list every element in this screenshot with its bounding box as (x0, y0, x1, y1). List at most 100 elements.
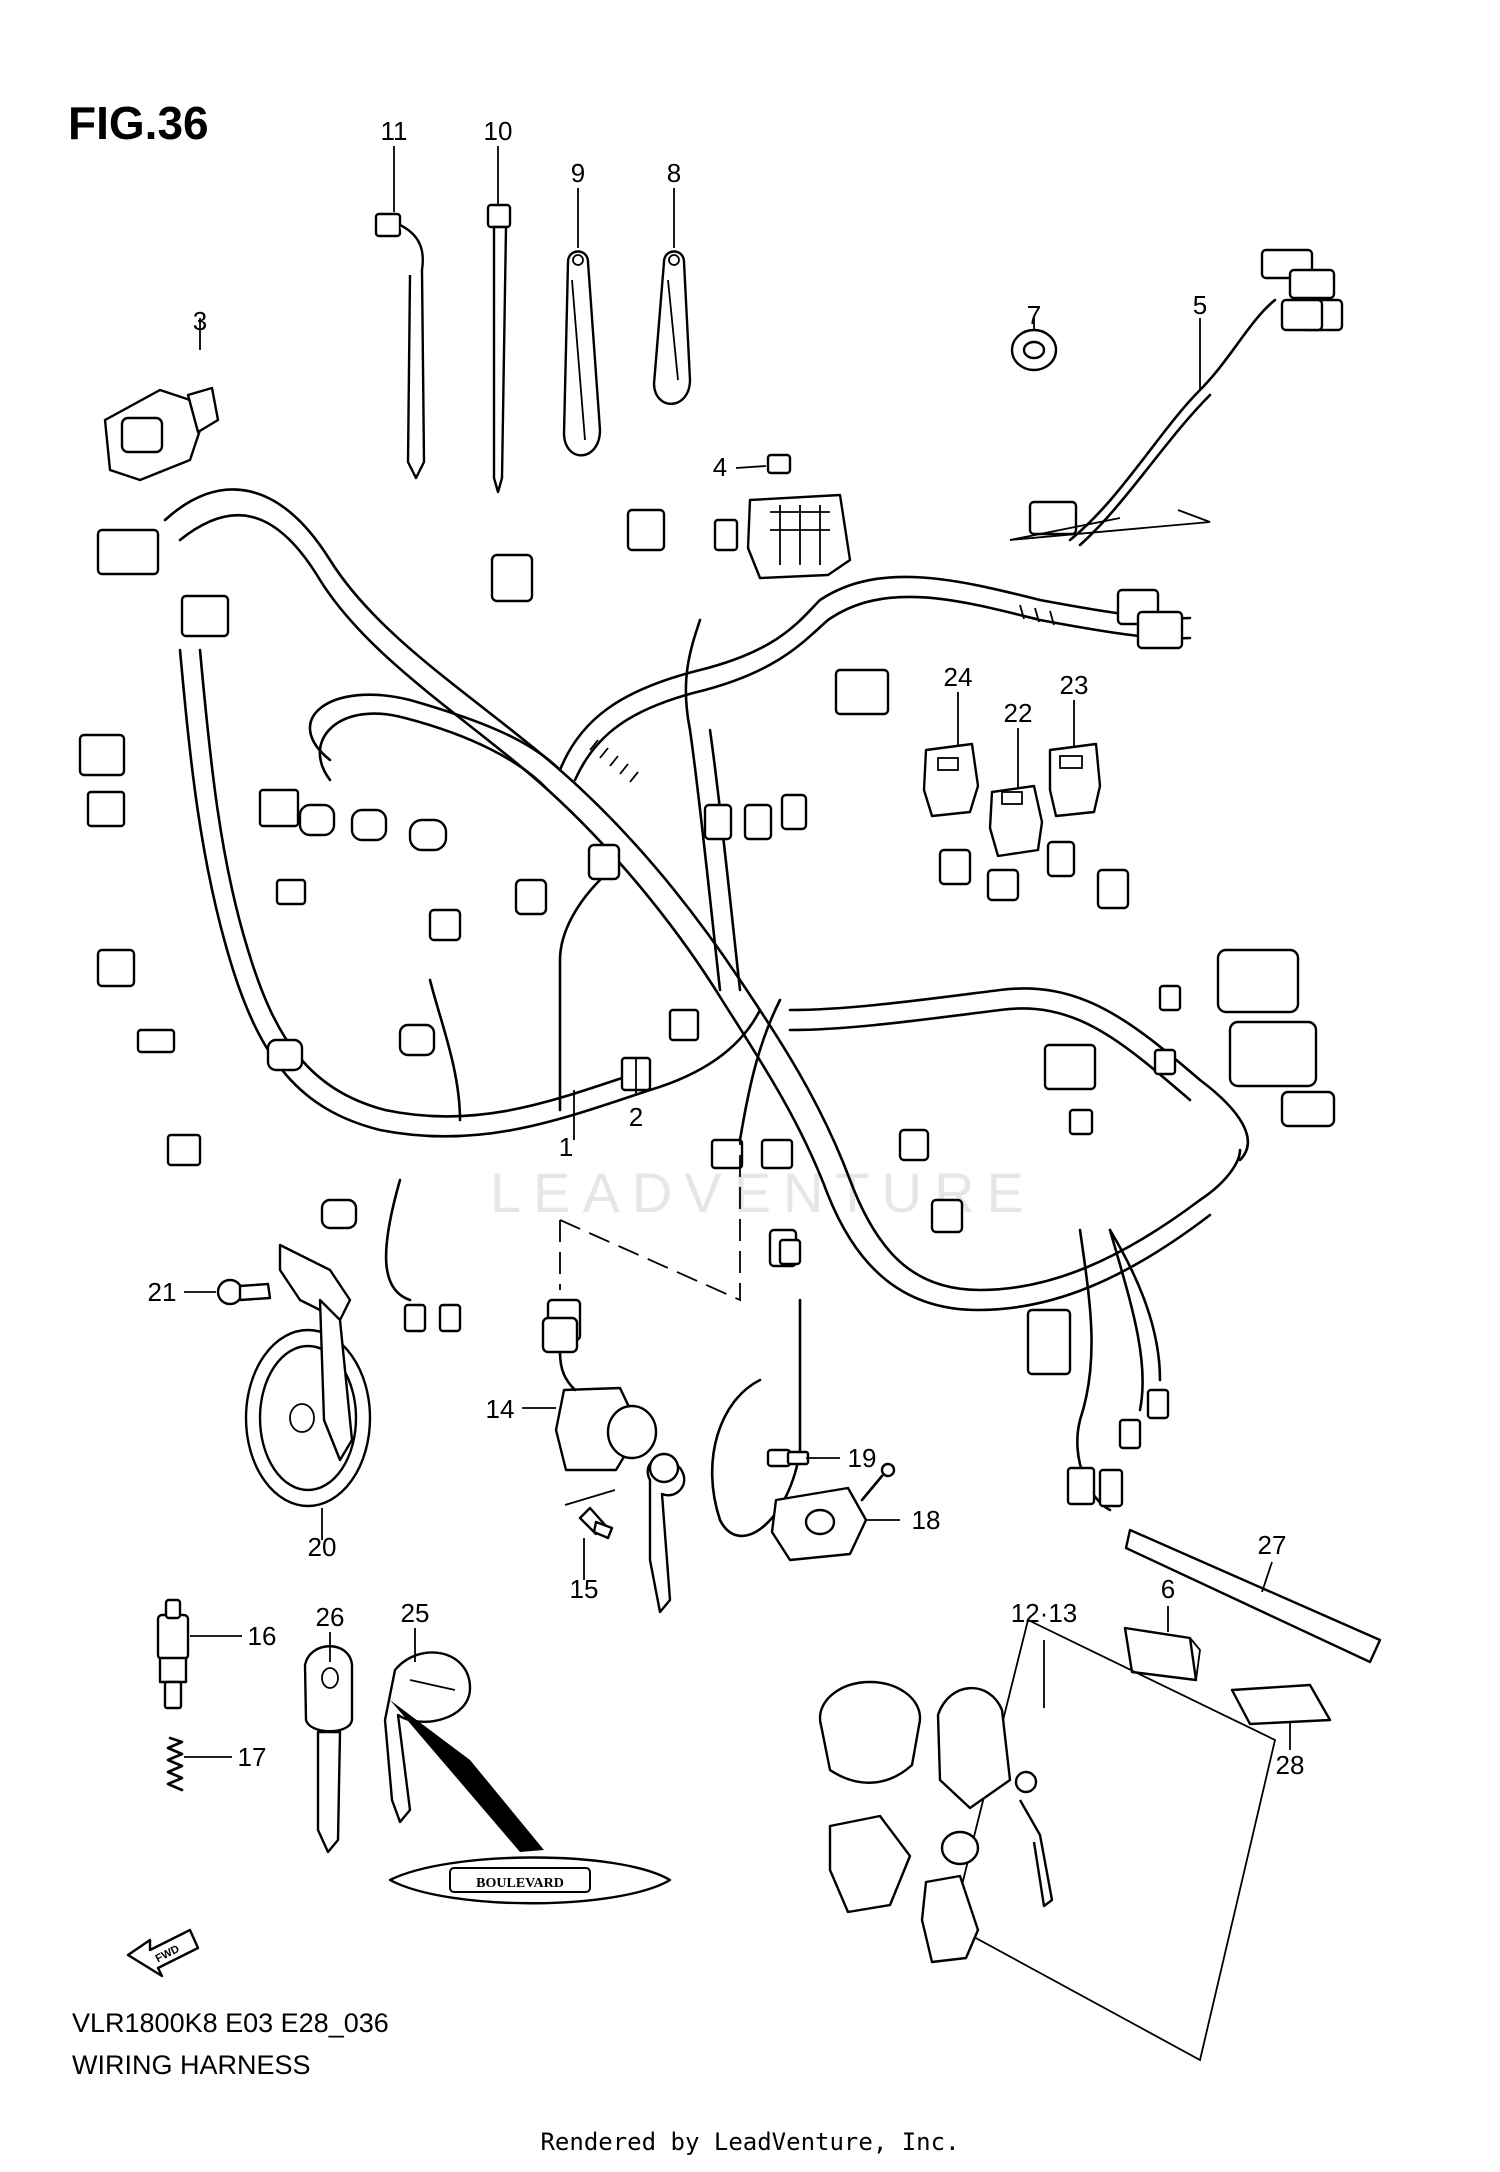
sensor-connector (408, 818, 448, 852)
callout-labels: 1 2 3 4 5 6 7 8 9 10 11 12·13 14 15 16 1… (148, 116, 1305, 1780)
connector-3p (86, 790, 126, 828)
leader-lines (184, 146, 1291, 1758)
connector-2p (986, 868, 1020, 902)
callout-12-13: 12·13 (1011, 1598, 1078, 1628)
callout-6: 6 (1161, 1574, 1175, 1604)
callout-3: 3 (193, 306, 207, 336)
connector-2p (275, 878, 307, 906)
connector-3p (1096, 868, 1130, 910)
part-19-bolt (766, 1448, 810, 1468)
callout-25: 25 (401, 1598, 430, 1628)
guide-lines (559, 1140, 741, 1302)
connector-1p (713, 518, 739, 552)
emblem-label: BOULEVARD (476, 1876, 564, 1891)
callout-15: 15 (570, 1574, 599, 1604)
callout-16: 16 (248, 1621, 277, 1651)
fwd-arrow-icon: FWD (126, 1928, 200, 1978)
harness-ribbing (589, 604, 1055, 783)
callout-7: 7 (1027, 300, 1041, 330)
connector-2p (938, 848, 972, 886)
connector-4p (1043, 1043, 1097, 1091)
part-12-13-lock-set (818, 1618, 1277, 2062)
callout-11: 11 (381, 116, 408, 146)
callout-4: 4 (713, 452, 727, 482)
callout-5: 5 (1193, 290, 1207, 320)
connector-2p (710, 1138, 744, 1170)
part-5-sub-harness (1009, 248, 1344, 547)
connector-6p (96, 528, 160, 576)
model-code: VLR1800K8 E03 E28_036 (72, 2008, 389, 2038)
part-15-screw (564, 1489, 616, 1540)
part-28-sheet (1230, 1683, 1332, 1726)
connector-2p (258, 788, 300, 828)
connector-2p (1046, 840, 1076, 878)
connector-4p (834, 668, 890, 716)
ecm-connector (1228, 1020, 1318, 1088)
connector-1p (1146, 1388, 1170, 1420)
part-14-ignition-switch (541, 1316, 686, 1614)
sensor-connector (350, 808, 388, 842)
connector-2p (780, 793, 808, 831)
connector-1p (1158, 984, 1182, 1012)
connector-2p (1098, 1468, 1124, 1508)
connector-1p (403, 1303, 427, 1333)
connector-1p (438, 1303, 462, 1333)
part-8-clamp (652, 250, 692, 405)
part-9-clamp (562, 250, 602, 457)
callout-28: 28 (1276, 1750, 1305, 1780)
part-2-connector (620, 1056, 652, 1092)
connector-3p (96, 948, 136, 988)
part-25-key (383, 1651, 472, 1824)
connector-6p (1026, 1308, 1072, 1376)
figure-title: FIG.36 (68, 97, 209, 149)
callout-2: 2 (629, 1102, 643, 1132)
boulevard-emblem: BOULEVARD (388, 1700, 672, 1905)
part-7-grommet (1010, 328, 1058, 372)
callout-20: 20 (308, 1532, 337, 1562)
connector-4p (180, 594, 230, 638)
ecm-connector (1280, 1090, 1336, 1128)
connector-2p (898, 1128, 930, 1162)
rendered-by-footer: Rendered by LeadVenture, Inc. (540, 2128, 960, 2156)
connector-2p (428, 908, 462, 942)
connector-1p (1118, 1418, 1142, 1450)
part-10-cable-tie (486, 203, 512, 494)
callout-24: 24 (944, 662, 973, 692)
part-20-horn (244, 1243, 372, 1508)
connector-4p (78, 733, 126, 777)
connector-2p (703, 803, 733, 841)
fuse-box (746, 493, 852, 580)
part-4-fuse (766, 453, 792, 475)
sensor-connector (266, 1038, 304, 1072)
ecm-connector (1216, 948, 1300, 1014)
connector-1p (1068, 1108, 1094, 1136)
part-17-spring (166, 1736, 184, 1792)
sensor-connector (398, 1023, 436, 1057)
part-18-sidestand-switch (770, 1462, 896, 1562)
callout-19: 19 (848, 1443, 877, 1473)
connector-2p (626, 508, 666, 552)
callout-14: 14 (486, 1394, 515, 1424)
part-23-relay (1048, 742, 1102, 818)
connector-1p (778, 1238, 802, 1266)
part-16-neutral-switch (156, 1598, 190, 1710)
callout-10: 10 (484, 116, 513, 146)
connector-2p (760, 1138, 794, 1170)
connector-4p (490, 553, 534, 603)
callout-22: 22 (1004, 698, 1033, 728)
part-24-relay (922, 742, 980, 818)
callout-18: 18 (912, 1505, 941, 1535)
main-harness (163, 488, 1250, 1538)
part-6-cushion (1123, 1626, 1201, 1682)
part-3-connector-cover (103, 386, 220, 482)
sensor-connector (298, 803, 336, 837)
callout-17: 17 (238, 1742, 267, 1772)
part-27-tape (1124, 1528, 1382, 1664)
connector-2p (514, 878, 548, 916)
figure-caption: WIRING HARNESS (72, 2050, 311, 2080)
connector-2p (930, 1198, 964, 1234)
connector-2p (1066, 1466, 1096, 1506)
callout-1: 1 (559, 1132, 573, 1162)
